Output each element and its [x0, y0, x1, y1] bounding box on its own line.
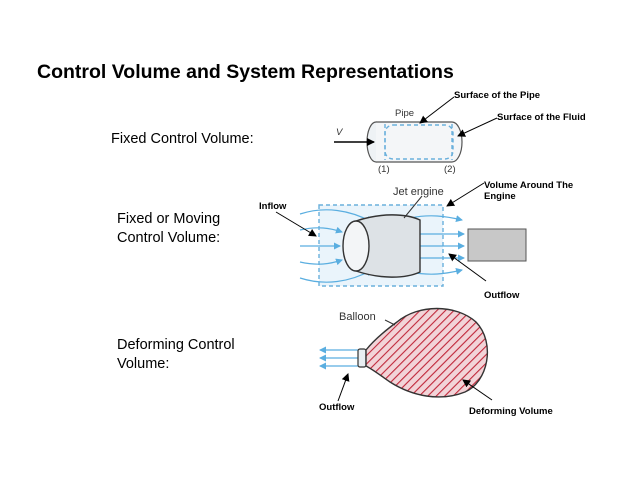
outflow-balloon-annotation: Outflow [319, 402, 355, 413]
surface-fluid-pointer [457, 117, 498, 137]
deforming-volume-annotation: Deforming Volume [469, 406, 553, 417]
pipe-figure [334, 121, 463, 163]
outflow-engine-annotation: Outflow [484, 290, 520, 301]
outflow-streamline-1 [409, 215, 463, 223]
moving-cv-label-line1: Fixed or Moving [117, 211, 221, 227]
engine-inlet [342, 220, 370, 272]
volume-around-line1: Volume Around The [484, 180, 574, 191]
deforming-cv-label-line2: Volume: [117, 356, 170, 372]
surface-pipe-pointer [419, 96, 455, 124]
inflow-annotation: Inflow [259, 201, 287, 212]
surface-pipe-annotation: Surface of the Pipe [454, 90, 541, 101]
balloon-figure [319, 307, 489, 398]
volume-around-pointer [446, 182, 485, 207]
engine-body [355, 214, 421, 278]
fixed-cv-label: Fixed Control Volume: [111, 131, 254, 147]
inflow-streamline-4 [299, 258, 343, 266]
station-1-label: (1) [378, 164, 390, 175]
pipe-body [376, 121, 463, 163]
deforming-cv-label: Deforming Control Volume: [117, 336, 235, 374]
page-title: Control Volume and System Representation… [37, 61, 454, 83]
balloon-label-pointer [384, 319, 396, 326]
deforming-cv-label-line1: Deforming Control [117, 337, 235, 353]
station-2-label: (2) [444, 164, 456, 175]
balloon-deforming-volume [365, 307, 489, 398]
moving-cv-label: Fixed or Moving Control Volume: [117, 210, 220, 248]
jet-engine-figure [299, 204, 527, 287]
surface-fluid-annotation: Surface of the Fluid [497, 112, 586, 123]
outflow-balloon-pointer [337, 373, 350, 402]
pipe-label: Pipe [395, 108, 415, 119]
volume-around-line2: Engine [484, 191, 516, 202]
balloon-label: Balloon [339, 311, 376, 323]
inflow-pointer [275, 211, 317, 237]
jet-engine-label: Jet engine [393, 186, 444, 198]
engine-exhaust-block [467, 228, 527, 262]
moving-cv-label-line2: Control Volume: [117, 230, 221, 246]
velocity-label: V [336, 127, 343, 138]
volume-around-annotation: Volume Around The Engine [484, 180, 573, 202]
deforming-volume-pointer [462, 379, 493, 401]
outflow-engine-pointer [448, 253, 487, 282]
jet-engine-label-pointer [403, 195, 423, 219]
balloon-nozzle [357, 348, 367, 368]
